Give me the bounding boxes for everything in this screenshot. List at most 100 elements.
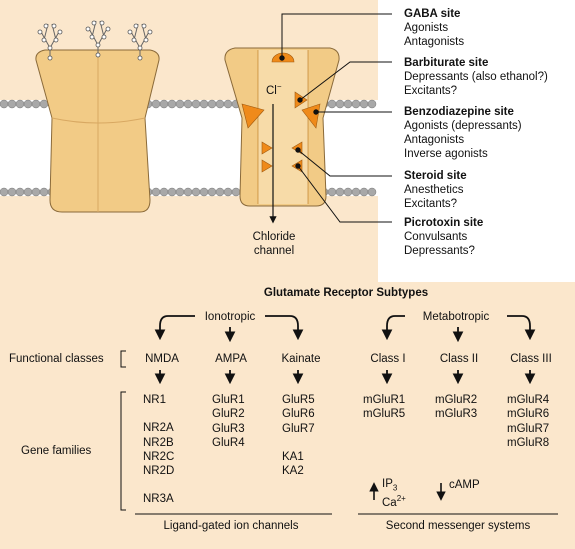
lipid-head [183,187,193,197]
sugar-residue [95,52,101,58]
gaba-site-label: GABA site Agonists Antagonists [404,8,465,48]
lipid-head [335,187,345,197]
chloride-ion-label: Cl− [266,82,282,97]
nmda-gene-list: NR1 NR2A NR2B NR2C NR2D NR3A [143,394,175,506]
class2-gene-list: mGluR2 mGluR3 [435,394,478,421]
sugar-residue [147,29,153,35]
lipid-head [199,187,209,197]
lipid-head [343,99,353,109]
class-ii: Class II [439,353,479,365]
ligand-gated-footer: Ligand-gated ion channels [163,520,299,532]
lipid-head [167,99,177,109]
sugar-residue [47,55,53,61]
lipid-head [7,187,17,197]
lipid-head [367,187,377,197]
lipid-head [167,187,177,197]
site-leader-lines [279,13,392,223]
sugar-residue [51,23,57,29]
lipid-head [159,99,169,109]
lipid-head [159,187,169,197]
lipid-head [31,99,41,109]
lipid-head [39,99,49,109]
lipid-head [175,99,185,109]
glutamate-tree-arrows [154,315,536,385]
lipid-head [215,99,225,109]
picrotoxin-site-label: Picrotoxin site Convulsants Depressants? [404,217,484,257]
sugar-residue [89,34,95,40]
lipid-head [39,187,49,197]
left-receptor [35,49,160,213]
picrotoxin-site-marker [261,159,273,173]
class3-gene-list: mGluR4 mGluR6 mGluR7 mGluR8 [507,394,550,449]
glycosylation-chains [37,20,153,61]
lipid-head [223,99,233,109]
metabotropic-label: Metabotropic [422,311,490,323]
bottom-panel-background [0,282,575,549]
sugar-residue [127,29,133,35]
sugar-residue [141,23,147,29]
lipid-head [0,187,9,197]
camp-label: cAMP [449,479,480,491]
lipid-head [15,99,25,109]
lipid-head [207,187,217,197]
glutamate-title: Glutamate Receptor Subtypes [263,287,429,299]
lipid-head [0,99,9,109]
kainate-gene-list: GluR5 GluR6 GluR7 KA1 KA2 [282,394,315,478]
lipid-head [31,187,41,197]
lipid-head [351,99,361,109]
lipid-head [215,187,225,197]
lipid-head [199,99,209,109]
lipid-head [327,187,337,197]
ionotropic-label: Ionotropic [204,311,256,323]
brackets [120,350,126,511]
sugar-residue [95,42,101,48]
functional-classes-label: Functional classes [9,353,104,365]
sugar-residue [37,29,43,35]
chloride-channel-label: Chloride channel [252,231,296,257]
sugar-residue [101,34,107,40]
lipid-head [359,187,369,197]
class1-gene-list: mGluR1 mGluR5 [363,394,406,421]
chloride-channel [224,47,340,207]
lipid-head [7,99,17,109]
lipid-head [223,187,233,197]
lipid-head [175,187,185,197]
lipid-head [151,99,161,109]
sugar-residue [91,20,97,26]
lipid-head [343,187,353,197]
sugar-residue [47,45,53,51]
benzodiazepine-site-left [241,103,265,129]
lipid-head [151,187,161,197]
steroid-site-label: Steroid site Anesthetics Excitants? [404,170,467,210]
lipid-head [207,99,217,109]
lipid-head [231,187,241,197]
lipid-head [335,99,345,109]
second-messenger-arrows [369,482,446,501]
sugar-residue [85,26,91,32]
lipid-head [351,187,361,197]
class-i: Class I [370,353,406,365]
ip3-label: IP3 [382,478,398,493]
sugar-residue [143,37,149,43]
lipid-head [183,99,193,109]
gene-families-label: Gene families [21,445,92,457]
sugar-residue [137,55,143,61]
sugar-residue [137,45,143,51]
class-nmda: NMDA [145,353,179,365]
lipid-head [359,99,369,109]
sugar-residue [105,26,111,32]
sugar-residue [41,37,47,43]
lipid-head [23,99,33,109]
sugar-residue [131,37,137,43]
calcium-label: Ca2+ [382,494,406,509]
lipid-head [191,187,201,197]
sugar-residue [133,23,139,29]
lipid-head [15,187,25,197]
class-iii: Class III [510,353,552,365]
class-ampa: AMPA [215,353,247,365]
lipid-head [367,99,377,109]
sugar-residue [57,29,63,35]
sugar-residue [53,37,59,43]
lipid-head [327,99,337,109]
